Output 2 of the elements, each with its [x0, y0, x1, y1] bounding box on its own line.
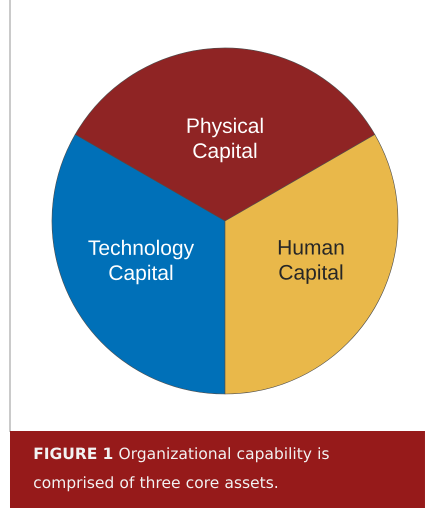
pie-slice: Physical Capital: [74, 48, 376, 222]
caption-band: FIGURE 1 Organizational capability is comprised of three core assets.: [10, 431, 425, 508]
